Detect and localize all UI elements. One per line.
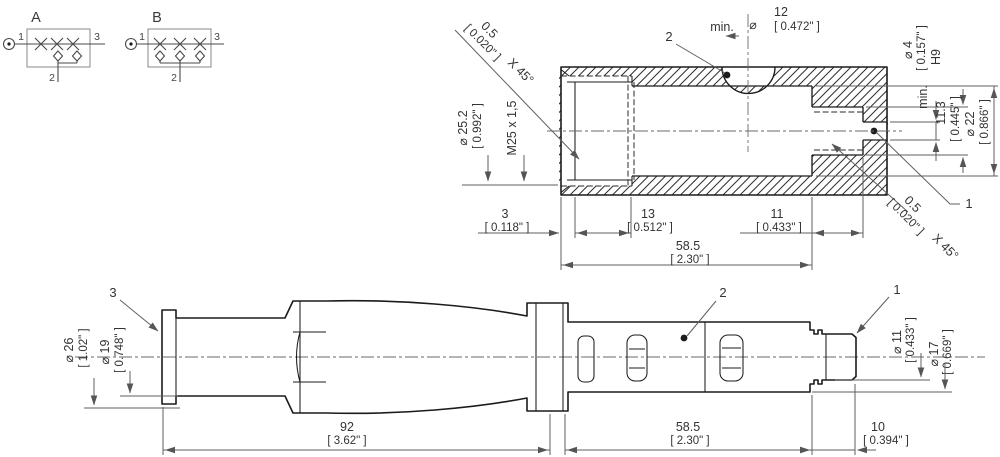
coupling-outline (161, 299, 857, 415)
callout-2-marker-dot (680, 334, 688, 342)
dim-inch-text: [ 0.512" ] (627, 222, 673, 234)
dim-mm-text: ⌀ 4 (901, 41, 915, 59)
chamfer-callout-top-left: 0.5 [ 0.020" ] X 45° (462, 19, 537, 87)
dim-inch-text: [ 0.118" ] (485, 222, 530, 234)
dim-inch-text: [ 0.433" ] (905, 317, 917, 363)
port-dome-arc (721, 66, 776, 95)
sleeve-slot (626, 334, 648, 382)
dim-mm-text: 11 (771, 207, 784, 221)
dim-mm-text: 11.3 (934, 101, 948, 124)
dim-inch-text: [ 0.866" ] (979, 99, 991, 145)
chamfer-angle-text: X 45° (930, 231, 962, 263)
dim-mm-text: 12 (774, 5, 788, 19)
dim-mm-text: 10 (871, 420, 885, 434)
dim-pocket: min. 11.3 [ 0.445" ] (866, 85, 968, 173)
dim-mm-text: 58.5 (676, 420, 700, 434)
dim-mm-text: 58.5 (676, 239, 700, 253)
sleeve-slot (719, 334, 744, 382)
check-valve-diamonds (154, 50, 206, 62)
dim-dia-19: ⌀ 19 [ 0.748" ] (98, 327, 178, 397)
dim-inch-text: [ 3.62" ] (327, 435, 366, 447)
dim-dia-26: ⌀ 26 [ 1.02" ] (62, 328, 180, 409)
dim-mm-text: ⌀ 19 (98, 340, 112, 365)
fit-class-text: H9 (929, 49, 943, 65)
dim-inch-text: [ 0.748" ] (114, 327, 126, 373)
dim-dia-11: ⌀ 11 [ 0.433" ] (835, 317, 930, 381)
dim-mm-text: 92 (340, 420, 354, 434)
dim-dia-17: ⌀ 17 [ 0.669" ] (812, 329, 954, 393)
dim-pilot-hole: ⌀ 4 [ 0.157" ] H9 (890, 25, 943, 161)
dim-mm-text: 3 (502, 207, 509, 221)
dim-mm-text: ⌀ 11 (890, 330, 904, 354)
section-view: 0.5 [ 0.020" ] X 45° 0.5 [ 0.020" ] X 45… (454, 5, 998, 270)
dim-mm-text: ⌀ 25.2 (456, 110, 470, 145)
min-text: min. (916, 85, 930, 109)
leader-line (875, 131, 960, 205)
leader-line (119, 299, 159, 332)
dim-port-diameter: min. ⌀ 12 [ 0.472" ] (710, 5, 820, 40)
dim-inch-text: [ 2.30" ] (670, 435, 709, 447)
port-1-label: 1 (139, 31, 145, 43)
dim-bore: ⌀ 22 [ 0.866" ] (816, 85, 998, 177)
min-text: min. (710, 20, 734, 34)
callout-1: 1 (965, 196, 972, 211)
port-1-label: 1 (18, 31, 24, 43)
sleeve-slot (577, 335, 595, 383)
dim-inch-text: [ 0.433" ] (756, 222, 802, 234)
callout-2-marker-dot (723, 71, 731, 79)
callout-3: 3 (109, 285, 116, 300)
dim-mm-text: ⌀ 26 (62, 338, 76, 363)
dim-mm-text: ⌀ 17 (927, 342, 941, 367)
dim-chain-bottom: 92 [ 3.62" ] 58.5 [ 2.30" ] 10 [ 0.394" … (162, 384, 909, 455)
port-2-label: 2 (171, 72, 177, 84)
pneumatic-symbol-a: A 1 3 2 (2, 10, 105, 84)
leader-line (856, 296, 890, 334)
side-view: 3 2 1 ⌀ 26 [ 1.02" ] ⌀ 19 [ 0.748" ] ⌀ 1… (62, 282, 985, 455)
callout-2: 2 (665, 29, 672, 44)
dim-inch-text: [ 0.445" ] (950, 96, 962, 142)
dim-chain-bottom: 3 [ 0.118" ] 13 [ 0.512" ] 11 [ 0.433" ]… (478, 158, 864, 270)
diameter-icon: ⌀ (749, 18, 757, 32)
chamfer-callout-bottom-right: 0.5 [ 0.020" ] X 45° (885, 193, 962, 263)
callout-1: 1 (893, 282, 900, 297)
dim-thread: M25 x 1,5 (462, 101, 558, 186)
leader-line (686, 300, 717, 337)
port-2-label: 2 (49, 72, 55, 84)
pilot-circle-icon (124, 37, 138, 51)
callout-2: 2 (719, 285, 726, 300)
dim-thread-major: ⌀ 25.2 [ 0.992" ] (456, 103, 492, 182)
dim-inch-text: [ 0.992" ] (472, 103, 484, 149)
pneumatic-symbol-b: B 1 3 2 (124, 10, 224, 84)
hatch-region (559, 67, 888, 195)
dim-inch-text: [ 2.30" ] (670, 254, 709, 266)
symbol-b-label: B (152, 10, 162, 26)
leader-line (454, 29, 580, 160)
coupling-chevrons (34, 37, 80, 51)
coupling-chevrons (153, 37, 207, 51)
check-valve-diamonds (52, 50, 83, 62)
port-3-label: 3 (214, 31, 220, 43)
dim-inch-text: [ 0.472" ] (774, 21, 820, 33)
chamfer-angle-text: X 45° (505, 55, 537, 87)
dim-inch-text: [ 0.669" ] (942, 329, 954, 375)
dim-mm-text: 13 (641, 207, 655, 221)
dim-inch-text: [ 1.02" ] (78, 328, 90, 367)
leader-line (675, 43, 726, 74)
dim-mm-text: ⌀ 22 (963, 112, 977, 137)
dim-inch-text: [ 0.157" ] (916, 25, 928, 71)
dim-inch-text: [ 0.394" ] (863, 435, 909, 447)
pilot-circle-icon (2, 37, 16, 51)
symbol-a-label: A (31, 10, 41, 26)
leader-line (831, 143, 909, 213)
thread-spec-text: M25 x 1,5 (505, 101, 519, 156)
port-3-label: 3 (94, 31, 100, 43)
